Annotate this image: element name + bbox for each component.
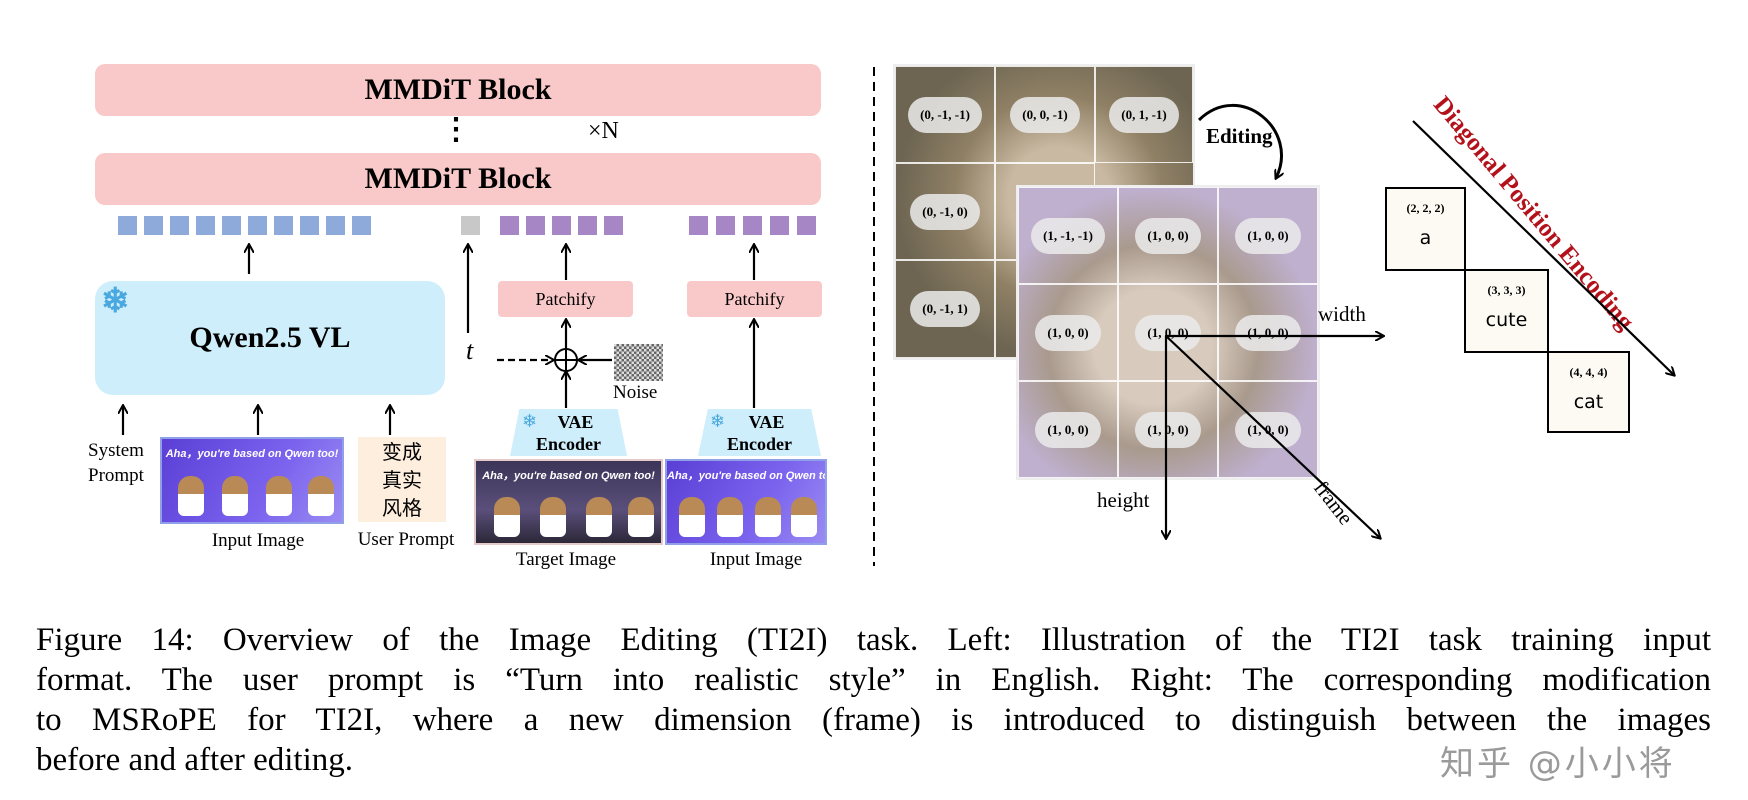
- token: [500, 216, 519, 235]
- target-image: Aha，you're based on Qwen too!: [474, 459, 663, 545]
- encoder-label: Encoder: [727, 434, 792, 454]
- token: [461, 216, 480, 235]
- token: [118, 216, 137, 235]
- mmdit-block-bottom: MMDiT Block: [95, 153, 821, 205]
- patchify-target: Patchify: [498, 281, 633, 317]
- token: [578, 216, 597, 235]
- position-label: (0, -1, 1): [910, 291, 980, 327]
- mmdit-block-label: MMDiT Block: [364, 73, 552, 106]
- token: [743, 216, 762, 235]
- token-coord: (4, 4, 4): [1569, 365, 1608, 379]
- image-overlay-text: Aha，you're based on Qwen too!: [482, 470, 655, 482]
- editing-label: Editing: [1206, 124, 1273, 148]
- patchify-input: Patchify: [687, 281, 822, 317]
- noise-label: Noise: [613, 382, 658, 403]
- position-label: (1, 0, 0): [1135, 411, 1201, 448]
- patchify-label: Patchify: [724, 288, 785, 309]
- system-prompt-line: Prompt: [88, 465, 144, 486]
- token: [170, 216, 189, 235]
- position-label: (1, 0, 0): [1135, 217, 1201, 254]
- token-word: cat: [1573, 391, 1604, 413]
- user-prompt-line: 变成: [382, 439, 422, 464]
- text-token-box: (4, 4, 4) cat: [1547, 351, 1630, 433]
- position-label: (0, -1, 0): [910, 193, 980, 230]
- target-image-label: Target Image: [515, 549, 617, 570]
- position-label: (0, 1, -1): [1109, 96, 1179, 133]
- token: [196, 216, 215, 235]
- token: [274, 216, 293, 235]
- snowflake-icon: ❄: [522, 411, 538, 431]
- input-image-label-2: Input Image: [709, 549, 803, 570]
- token-coord: (3, 3, 3): [1487, 283, 1526, 297]
- noise-image: [614, 344, 663, 381]
- position-label: (0, -1, -1): [908, 96, 982, 133]
- mmdit-block-top: MMDiT Block: [95, 64, 821, 116]
- token: [248, 216, 267, 235]
- editing-curved-arrow: [1197, 104, 1281, 178]
- caption-line: Figure 14: Overview of the Image Editing…: [36, 622, 1711, 658]
- position-label: (1, 0, 0): [1035, 314, 1101, 351]
- mmdit-block-label: MMDiT Block: [364, 162, 552, 195]
- token: [326, 216, 345, 235]
- image-overlay-text: Aha，you're based on Qwen too!: [165, 448, 339, 460]
- repeat-label: ×N: [588, 118, 619, 144]
- input-image-right: Aha，you're based on Qwen too!: [665, 459, 827, 545]
- token-word: cute: [1485, 309, 1528, 331]
- cat-image-after: (1, -1, -1) (1, 0, 0) (1, 0, 0) (1, 0, 0) (1…: [1016, 185, 1320, 480]
- vae-label: VAE: [748, 412, 785, 432]
- token: [770, 216, 789, 235]
- frame-arrow: [1165, 335, 1380, 538]
- image-overlay-text: Aha，you're based on Qwen too!: [667, 470, 827, 482]
- user-prompt-line: 风格: [382, 495, 422, 520]
- user-prompt-label: User Prompt: [357, 529, 455, 550]
- system-prompt-line: System: [88, 440, 144, 461]
- position-label: (0, 0, -1): [1010, 96, 1080, 133]
- diagonal-arrow: [1412, 120, 1674, 375]
- qwen-label: Qwen2.5 VL: [189, 321, 351, 354]
- token: [222, 216, 241, 235]
- position-label: (1, 0, 0): [1035, 411, 1101, 448]
- token-word: a: [1419, 227, 1432, 249]
- token: [526, 216, 545, 235]
- input-image-label: Input Image: [211, 530, 305, 551]
- figure-caption: Figure 14: Overview of the Image Editing…: [36, 620, 1711, 780]
- token: [552, 216, 571, 235]
- system-prompt-label: System Prompt: [88, 438, 144, 488]
- text-token-box: (2, 2, 2) a: [1385, 187, 1466, 271]
- patchify-label: Patchify: [535, 288, 596, 309]
- encoder-label: Encoder: [536, 434, 601, 454]
- timestep-label: t: [466, 336, 474, 365]
- token: [144, 216, 163, 235]
- token: [604, 216, 623, 235]
- position-label: (1, 0, 0): [1235, 411, 1301, 448]
- user-prompt-line: 真实: [382, 467, 422, 492]
- caption-line: to MSRoPE for TI2I, where a new dimensio…: [36, 702, 1711, 738]
- snowflake-icon: ❄: [101, 283, 130, 320]
- caption-line: before and after editing.: [36, 742, 354, 778]
- user-prompt-box: 变成 真实 风格: [358, 437, 446, 522]
- token: [689, 216, 708, 235]
- position-label: (1, 0, 0): [1135, 314, 1201, 351]
- caption-line: format. The user prompt is “Turn into re…: [36, 662, 1711, 698]
- token: [797, 216, 816, 235]
- token: [352, 216, 371, 235]
- repeat-dots: ⋮: [441, 113, 471, 146]
- token: [300, 216, 319, 235]
- qwen-encoder-box: ❄ Qwen2.5 VL: [95, 281, 445, 395]
- token-coord: (2, 2, 2): [1406, 201, 1445, 215]
- snowflake-icon: ❄: [710, 411, 726, 431]
- watermark: 知乎 @小小将: [1440, 744, 1676, 784]
- position-label: (1, -1, -1): [1031, 217, 1105, 254]
- position-label: (1, 0, 0): [1235, 217, 1301, 254]
- vae-label: VAE: [557, 412, 594, 432]
- width-label: width: [1318, 302, 1366, 326]
- input-image-left: Aha，you're based on Qwen too!: [160, 437, 344, 524]
- text-token-box: (3, 3, 3) cute: [1464, 269, 1549, 353]
- height-label: height: [1097, 488, 1150, 512]
- token: [716, 216, 735, 235]
